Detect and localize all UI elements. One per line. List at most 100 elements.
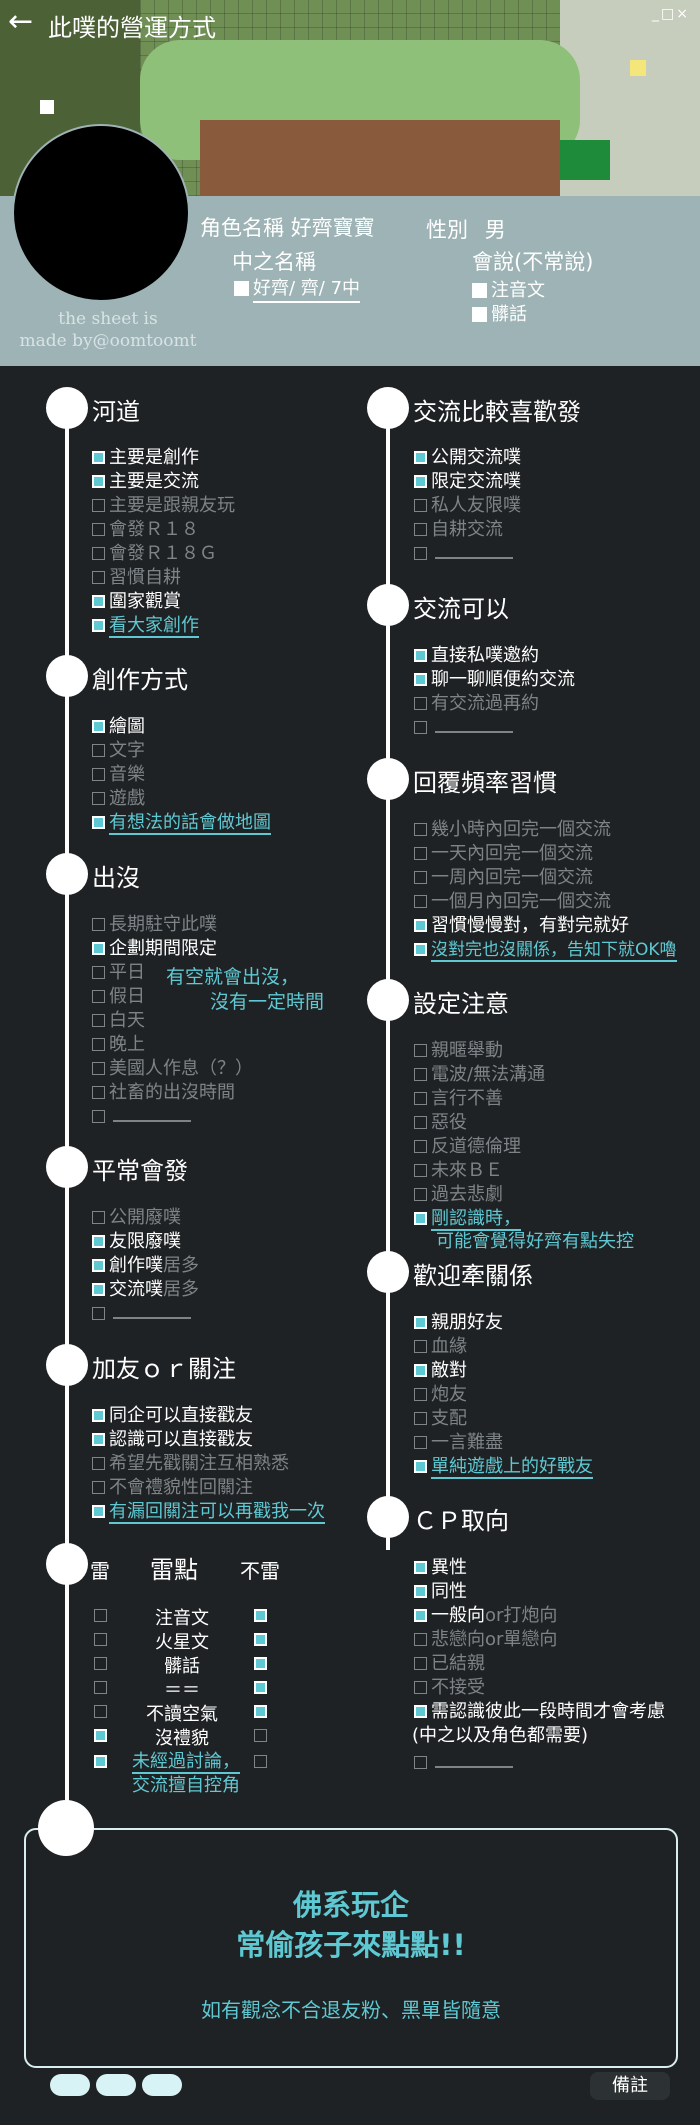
speak-checkbox[interactable]: [472, 283, 487, 298]
cp-option[interactable]: 一般向or打炮向: [414, 1605, 557, 1627]
create-option[interactable]: 音樂: [92, 764, 145, 786]
river-option[interactable]: 會發Ｒ１８Ｇ: [92, 543, 217, 565]
flower-icon: [40, 100, 54, 114]
appear-option[interactable]: 晚上: [92, 1034, 145, 1056]
appear-option[interactable]: 平日: [92, 962, 145, 984]
gender-label: 性別: [426, 218, 468, 242]
cp-option[interactable]: 不接受: [414, 1677, 485, 1699]
settings-option[interactable]: 剛認識時，: [414, 1208, 521, 1231]
usual-option[interactable]: 公開廢噗: [92, 1207, 181, 1229]
back-arrow-icon[interactable]: ←: [8, 4, 34, 39]
lei-checkbox[interactable]: [94, 1755, 107, 1768]
reply-option[interactable]: 一天內回完一個交流: [414, 843, 593, 865]
relation-option[interactable]: 血緣: [414, 1336, 467, 1358]
lei-checkbox[interactable]: [94, 1729, 107, 1742]
create-option[interactable]: 文字: [92, 740, 145, 762]
appear-option-blank[interactable]: [92, 1106, 191, 1128]
friend-option[interactable]: 不會禮貌性回關注: [92, 1477, 253, 1499]
relation-option[interactable]: 敵對: [414, 1360, 467, 1382]
not-lei-checkbox[interactable]: [254, 1681, 267, 1694]
cp-option[interactable]: 需認識彼此一段時間才會考慮: [414, 1701, 665, 1723]
section-title-prefer: 交流比較喜歡發: [413, 398, 581, 426]
can-option[interactable]: 有交流過再約: [414, 693, 539, 715]
reply-option[interactable]: 幾小時內回完一個交流: [414, 819, 611, 841]
cp-option[interactable]: 異性: [414, 1557, 467, 1579]
appear-option[interactable]: 美國人作息（？）: [92, 1058, 253, 1080]
reply-option[interactable]: 一周內回完一個交流: [414, 867, 593, 889]
cp-option[interactable]: 已結親: [414, 1653, 485, 1675]
relation-option[interactable]: 親朋好友: [414, 1312, 503, 1334]
appear-option[interactable]: 企劃期間限定: [92, 938, 217, 960]
not-lei-checkbox[interactable]: [254, 1633, 267, 1646]
cp-option-blank[interactable]: [414, 1752, 513, 1774]
settings-option[interactable]: 親暱舉動: [414, 1040, 503, 1062]
settings-option[interactable]: 電波/無法溝通: [414, 1064, 545, 1086]
notes-button[interactable]: 備註: [590, 2072, 670, 2100]
appear-option[interactable]: 長期駐守此噗: [92, 914, 217, 936]
lei-checkbox[interactable]: [94, 1633, 107, 1646]
settings-option[interactable]: 惡役: [414, 1112, 467, 1134]
settings-option[interactable]: 言行不善: [414, 1088, 503, 1110]
friend-option[interactable]: 有漏回關注可以再戳我一次: [92, 1501, 325, 1524]
river-option[interactable]: 習慣自耕: [92, 567, 181, 589]
usual-option[interactable]: 交流噗居多: [92, 1279, 199, 1301]
mid-name-checkbox[interactable]: [234, 281, 249, 296]
reply-option[interactable]: 一個月內回完一個交流: [414, 891, 611, 913]
page-pill-2[interactable]: [96, 2074, 136, 2096]
settings-option[interactable]: 反道德倫理: [414, 1136, 521, 1158]
settings-option[interactable]: 過去悲劇: [414, 1184, 503, 1206]
river-option[interactable]: 主要是跟親友玩: [92, 495, 235, 517]
prefer-option[interactable]: 限定交流噗: [414, 471, 521, 493]
lei-checkbox[interactable]: [94, 1609, 107, 1622]
prefer-option[interactable]: 私人友限噗: [414, 495, 521, 517]
reply-option[interactable]: 沒對完也沒關係，告知下就OK嚕: [414, 939, 677, 962]
usual-option-blank[interactable]: [92, 1303, 191, 1325]
river-option[interactable]: 會發Ｒ１８: [92, 519, 199, 541]
cp-option[interactable]: 同性: [414, 1581, 467, 1603]
appear-option[interactable]: 假日: [92, 986, 145, 1008]
friend-option[interactable]: 同企可以直接戳友: [92, 1405, 253, 1427]
prefer-option[interactable]: 自耕交流: [414, 519, 503, 541]
speak-label: 會說(不常說): [472, 250, 594, 274]
page-pill-1[interactable]: [50, 2074, 90, 2096]
page-pill-3[interactable]: [142, 2074, 182, 2096]
lei-checkbox[interactable]: [94, 1705, 107, 1718]
settings-option[interactable]: 未來ＢＥ: [414, 1160, 503, 1182]
not-lei-checkbox[interactable]: [254, 1729, 267, 1742]
prefer-option-blank[interactable]: [414, 543, 513, 565]
river-option[interactable]: 看大家創作: [92, 615, 199, 638]
not-lei-checkbox[interactable]: [254, 1657, 267, 1670]
river-option[interactable]: 主要是交流: [92, 471, 199, 493]
appear-option[interactable]: 社畜的出沒時間: [92, 1082, 235, 1104]
create-option[interactable]: 有想法的話會做地圖: [92, 812, 271, 835]
window-controls[interactable]: _□×: [652, 6, 690, 22]
friend-option[interactable]: 希望先戳關注互相熟悉: [92, 1453, 289, 1475]
relation-option[interactable]: 一言難盡: [414, 1432, 503, 1454]
speak-option-1[interactable]: 注音文: [472, 276, 545, 302]
river-option[interactable]: 圍家觀賞: [92, 591, 181, 613]
relation-option[interactable]: 支配: [414, 1408, 467, 1430]
prefer-option[interactable]: 公開交流噗: [414, 447, 521, 469]
river-option[interactable]: 主要是創作: [92, 447, 199, 469]
can-option-blank[interactable]: [414, 717, 513, 739]
not-lei-checkbox[interactable]: [254, 1705, 267, 1718]
not-lei-checkbox[interactable]: [254, 1755, 267, 1768]
speak-option-2[interactable]: 髒話: [472, 300, 527, 326]
not-lei-checkbox[interactable]: [254, 1609, 267, 1622]
usual-option[interactable]: 創作噗居多: [92, 1255, 199, 1277]
lei-checkbox[interactable]: [94, 1681, 107, 1694]
create-option[interactable]: 遊戲: [92, 788, 145, 810]
can-option[interactable]: 聊一聊順便約交流: [414, 669, 575, 691]
usual-option[interactable]: 友限廢噗: [92, 1231, 181, 1253]
cp-option[interactable]: 悲戀向or單戀向: [414, 1629, 557, 1651]
lei-note-2: 交流擅自控角: [132, 1775, 240, 1796]
relation-option[interactable]: 炮友: [414, 1384, 467, 1406]
appear-option[interactable]: 白天: [92, 1010, 145, 1032]
create-option[interactable]: 繪圖: [92, 716, 145, 738]
lei-checkbox[interactable]: [94, 1657, 107, 1670]
speak-checkbox[interactable]: [472, 307, 487, 322]
reply-option[interactable]: 習慣慢慢對，有對完就好: [414, 915, 629, 937]
relation-option[interactable]: 單純遊戲上的好戰友: [414, 1456, 593, 1479]
can-option[interactable]: 直接私噗邀約: [414, 645, 539, 667]
friend-option[interactable]: 認識可以直接戳友: [92, 1429, 253, 1451]
